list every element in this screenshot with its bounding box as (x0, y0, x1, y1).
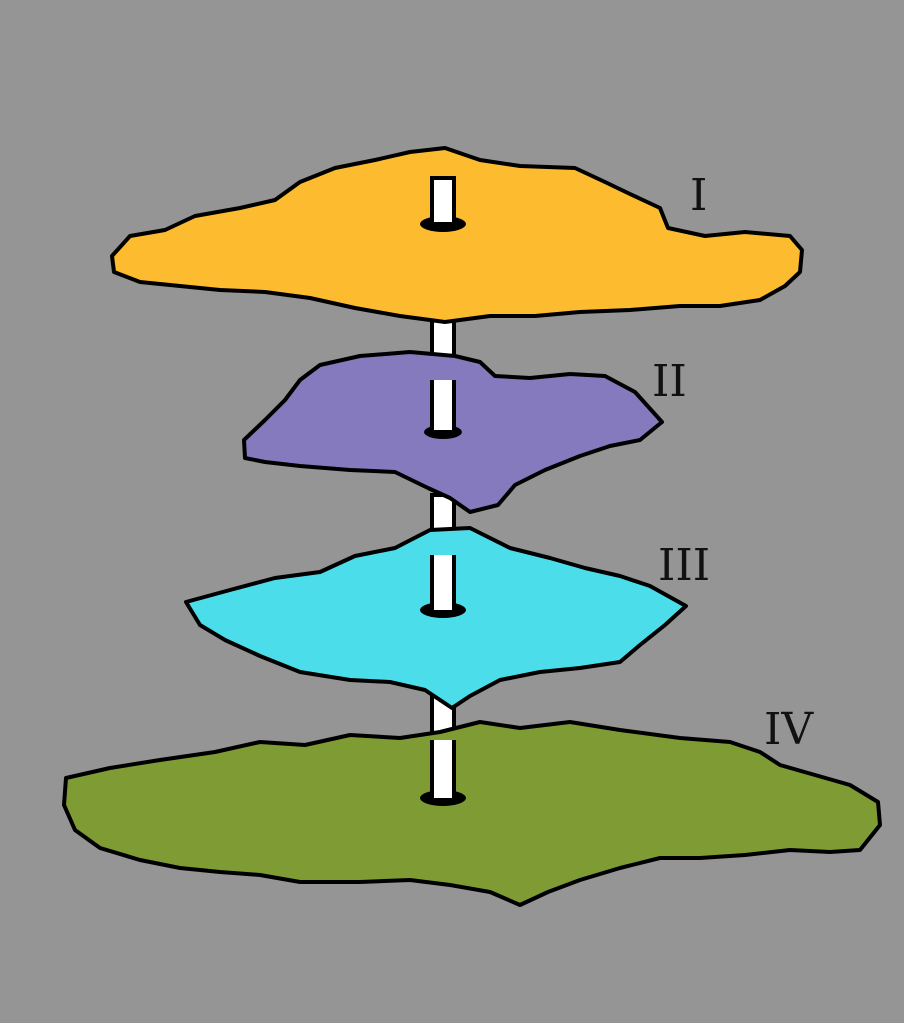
pole-stub-2 (432, 380, 454, 430)
layer-1 (110, 146, 804, 324)
layer-label-1: I (690, 170, 707, 221)
layer-label-3: III (658, 540, 710, 591)
layer-3 (184, 526, 688, 710)
pole-top (430, 176, 456, 226)
pole-stub-4 (432, 740, 454, 798)
layer-4 (62, 720, 882, 907)
layer-label-2: II (652, 356, 687, 407)
pole-stub-3 (432, 555, 454, 610)
layer-label-4: IV (764, 704, 814, 755)
